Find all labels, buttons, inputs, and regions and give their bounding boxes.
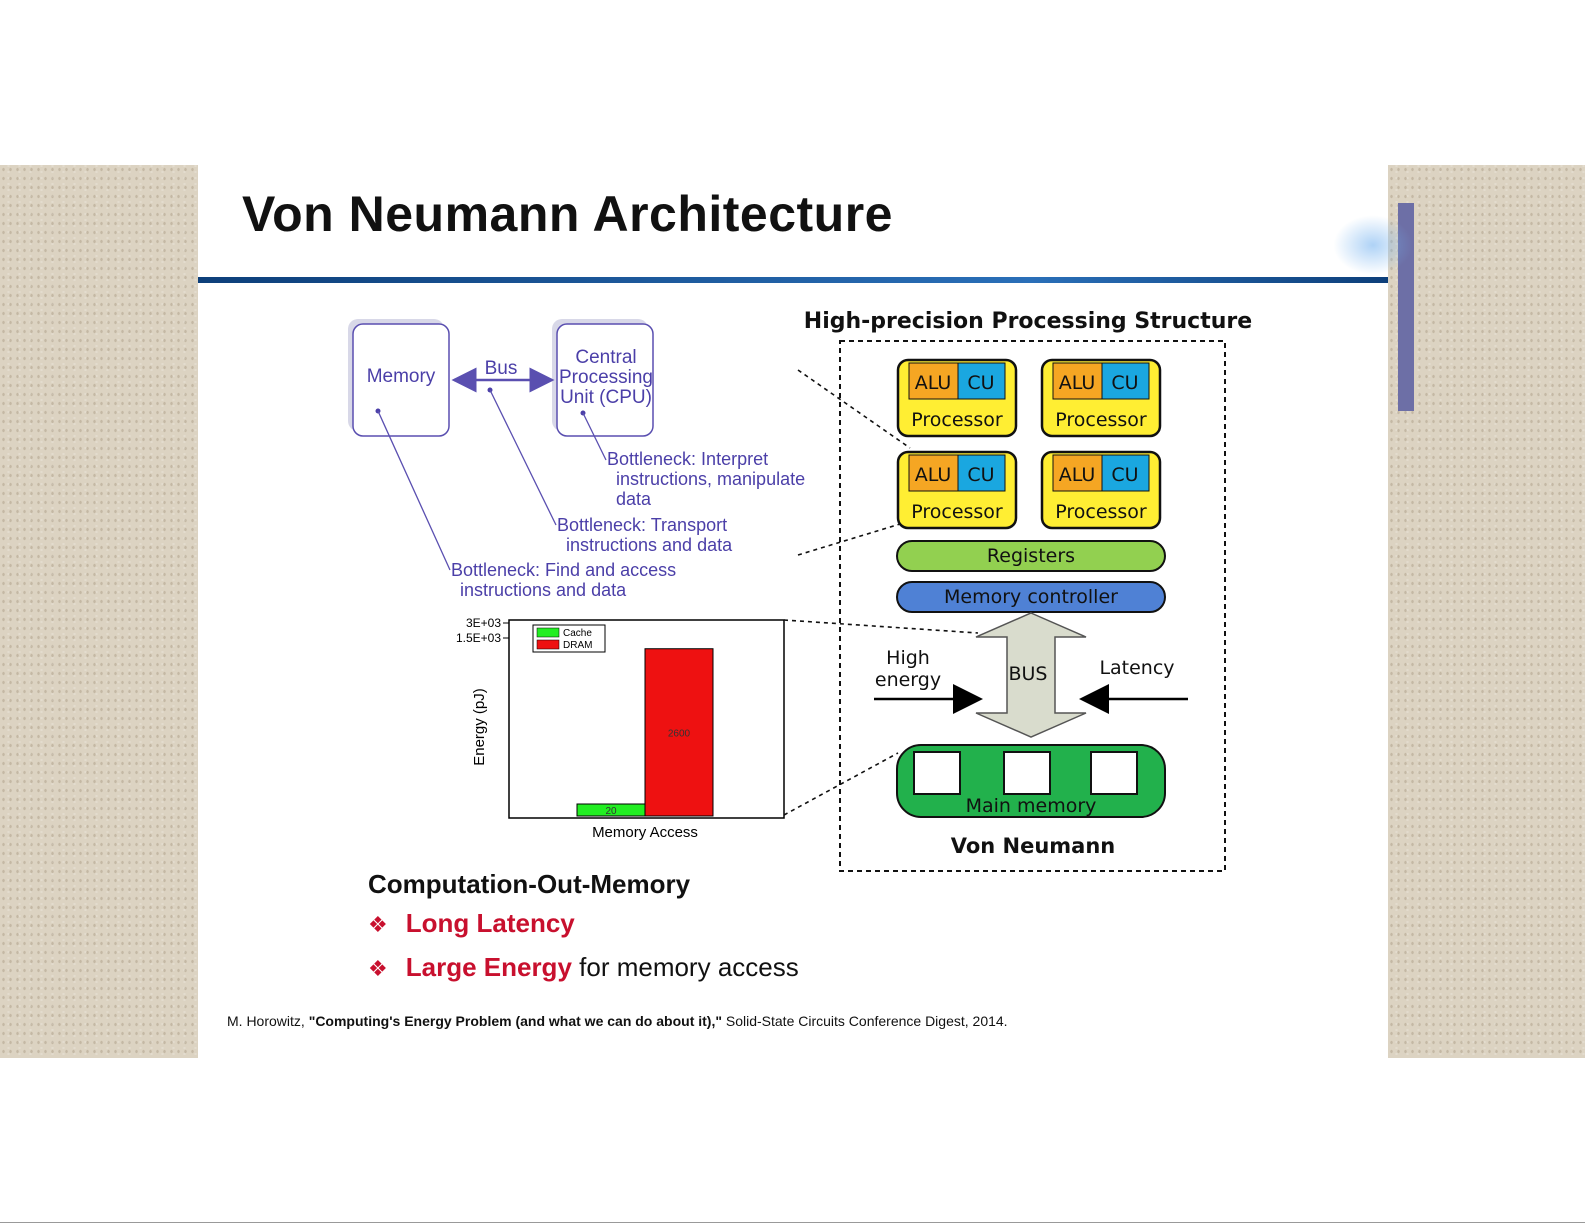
basic-diagram: Memory Central Processing Unit (CPU) Bus…	[348, 319, 805, 600]
memory-label: Memory	[367, 366, 436, 387]
bus-arrow-label: BUS	[1008, 663, 1047, 685]
alu-label: ALU	[1059, 372, 1096, 394]
bus-pointer-line	[489, 389, 557, 526]
left-backdrop	[0, 165, 198, 1058]
memory-cell-3	[1090, 751, 1138, 795]
bottleneck-bus-1: Bottleneck: Transport	[557, 515, 727, 535]
alu-label: ALU	[915, 464, 952, 486]
main-memory-label: Main memory	[966, 795, 1097, 817]
cu-block	[957, 454, 1006, 492]
von-neumann-caption: Von Neumann	[951, 834, 1116, 858]
chart-xlabel: Memory Access	[592, 824, 698, 841]
cpu-box	[556, 323, 654, 437]
summary-heading: Computation-Out-Memory	[368, 869, 691, 899]
alu-label: ALU	[1059, 464, 1096, 486]
cpu-label-3: Unit (CPU)	[560, 387, 652, 408]
title-glow	[1333, 215, 1413, 275]
legend-label-cache: Cache	[563, 628, 592, 639]
bullet-icon: ❖	[368, 912, 388, 937]
legend-label-dram: DRAM	[563, 640, 592, 651]
registers-label: Registers	[987, 545, 1075, 567]
processor-label: Processor	[1055, 501, 1147, 523]
processor-unit: ALU CU Processor	[896, 358, 1018, 438]
bus-label: Bus	[485, 358, 518, 379]
processing-structure: High-precision Processing Structure ALU C…	[804, 309, 1252, 872]
structure-dashed-frame	[839, 340, 1226, 872]
bullet-large-energy: ❖ Large Energy for memory access	[368, 952, 799, 983]
bullet-icon: ❖	[368, 956, 388, 981]
chart-bar-dram	[644, 648, 714, 817]
processor-label: Processor	[911, 409, 1003, 431]
alu-block	[1052, 454, 1103, 492]
cu-block	[1101, 454, 1150, 492]
cu-label: CU	[1111, 464, 1138, 486]
processor-unit: ALU CU Processor	[1040, 450, 1162, 530]
architecture-figure: Memory Central Processing Unit (CPU) Bus…	[348, 309, 1252, 872]
cpu-label-1: Central	[575, 347, 636, 368]
latency-label: Latency	[1099, 657, 1174, 679]
memory-pointer-line	[377, 410, 451, 571]
processor-unit: ALU CU Processor	[896, 450, 1018, 530]
alu-block	[1052, 362, 1103, 400]
slide: Von Neumann Architecture Memory Central …	[198, 165, 1413, 1058]
page-bottom-line	[0, 1222, 1585, 1223]
cu-label: CU	[967, 464, 994, 486]
bottleneck-cpu-2: instructions, manipulate	[616, 469, 805, 489]
chart-ytick-3e03: 3E+03	[466, 616, 501, 630]
chart-data-label-dram: 2600	[668, 728, 691, 739]
high-energy-label-2: energy	[875, 669, 941, 691]
cu-label: CU	[967, 372, 994, 394]
cu-block	[957, 362, 1006, 400]
bottleneck-cpu-3: data	[616, 489, 652, 509]
citation-title: "Computing's Energy Problem (and what we…	[308, 1013, 722, 1029]
citation-venue: Solid-State Circuits Conference Digest, …	[721, 1013, 1008, 1029]
chart-data-label-cache: 20	[605, 806, 617, 817]
right-backdrop	[1388, 165, 1585, 1058]
slide-title: Von Neumann Architecture	[242, 186, 893, 242]
memory-cell-1	[913, 751, 961, 795]
processor-label: Processor	[1055, 409, 1147, 431]
cu-label: CU	[1111, 372, 1138, 394]
bullet-long-latency: ❖ Long Latency	[368, 908, 575, 939]
energy-chart: 3E+03 1.5E+03 Energy (pJ) Memory Access …	[456, 616, 785, 841]
legend-swatch-cache	[536, 627, 560, 638]
alu-label: ALU	[915, 372, 952, 394]
chart-ylabel: Energy (pJ)	[471, 688, 488, 766]
alu-block	[908, 454, 959, 492]
memory-controller-label: Memory controller	[944, 586, 1118, 608]
bottleneck-cpu-1: Bottleneck: Interpret	[607, 449, 768, 469]
cpu-pointer-line	[582, 412, 607, 461]
bottleneck-memory-1: Bottleneck: Find and access	[451, 560, 676, 580]
bullet-2-highlight: Large Energy	[405, 952, 572, 982]
bottleneck-bus-2: instructions and data	[566, 535, 733, 555]
bus-double-arrow	[975, 612, 1087, 738]
chart-ytick-1-5e03: 1.5E+03	[456, 631, 501, 645]
legend-swatch-dram	[536, 639, 560, 650]
citation: M. Horowitz, "Computing's Energy Problem…	[227, 1013, 1008, 1029]
registers-bar	[896, 540, 1166, 572]
title-rule	[198, 277, 1388, 283]
cu-block	[1101, 362, 1150, 400]
structure-title: High-precision Processing Structure	[804, 309, 1252, 334]
bullet-1-highlight: Long Latency	[405, 908, 575, 938]
bottleneck-memory-2: instructions and data	[460, 580, 627, 600]
memory-box	[352, 323, 450, 437]
memory-controller-bar	[896, 581, 1166, 613]
memory-cell-2	[1003, 751, 1051, 795]
high-energy-label-1: High	[886, 647, 930, 669]
processor-label: Processor	[911, 501, 1003, 523]
citation-author: M. Horowitz,	[227, 1013, 309, 1029]
bullet-2-rest: for memory access	[571, 952, 799, 982]
cpu-label-2: Processing	[559, 367, 653, 388]
processor-unit: ALU CU Processor	[1040, 358, 1162, 438]
